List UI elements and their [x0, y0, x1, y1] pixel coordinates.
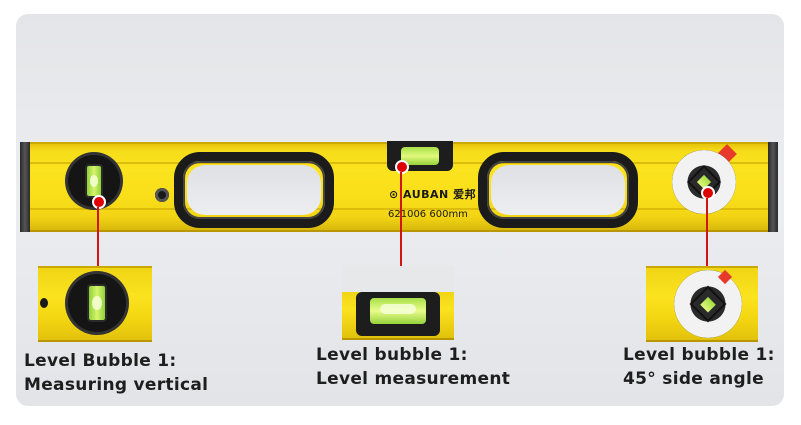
horizontal-vial: [387, 141, 453, 171]
pointer-line-right: [706, 198, 708, 268]
pointer-line-left: [97, 207, 99, 267]
callout-vertical: Level Bubble 1: Measuring vertical: [24, 351, 209, 395]
end-cap-left: [20, 142, 30, 232]
closeup-horizontal-vial: [342, 266, 454, 340]
pointer-line-center: [400, 172, 402, 266]
screw-icon: [155, 188, 169, 202]
grip-handle-right: [478, 152, 638, 228]
callout-side-angle: Level bubble 1: 45° side angle: [623, 345, 775, 389]
model-text: 621006 600mm: [388, 209, 468, 220]
callout-level: Level bubble 1: Level measurement: [316, 345, 511, 389]
brand-logo: ⊙ AUBAN 爱邦: [389, 188, 477, 201]
closeup-vertical-vial: [38, 266, 152, 342]
pointer-dot-center: [395, 160, 409, 174]
grip-handle-left: [174, 152, 334, 228]
closeup-angle-dial: [646, 266, 758, 342]
end-cap-right: [768, 142, 778, 232]
pointer-dot-right: [701, 186, 715, 200]
pointer-dot-left: [92, 195, 106, 209]
logo-icon: ⊙: [389, 188, 404, 201]
angle-dial: [672, 150, 736, 214]
product-backdrop: ⊙ AUBAN 爱邦 621006 600mm Level Bubble 1: …: [16, 14, 784, 406]
